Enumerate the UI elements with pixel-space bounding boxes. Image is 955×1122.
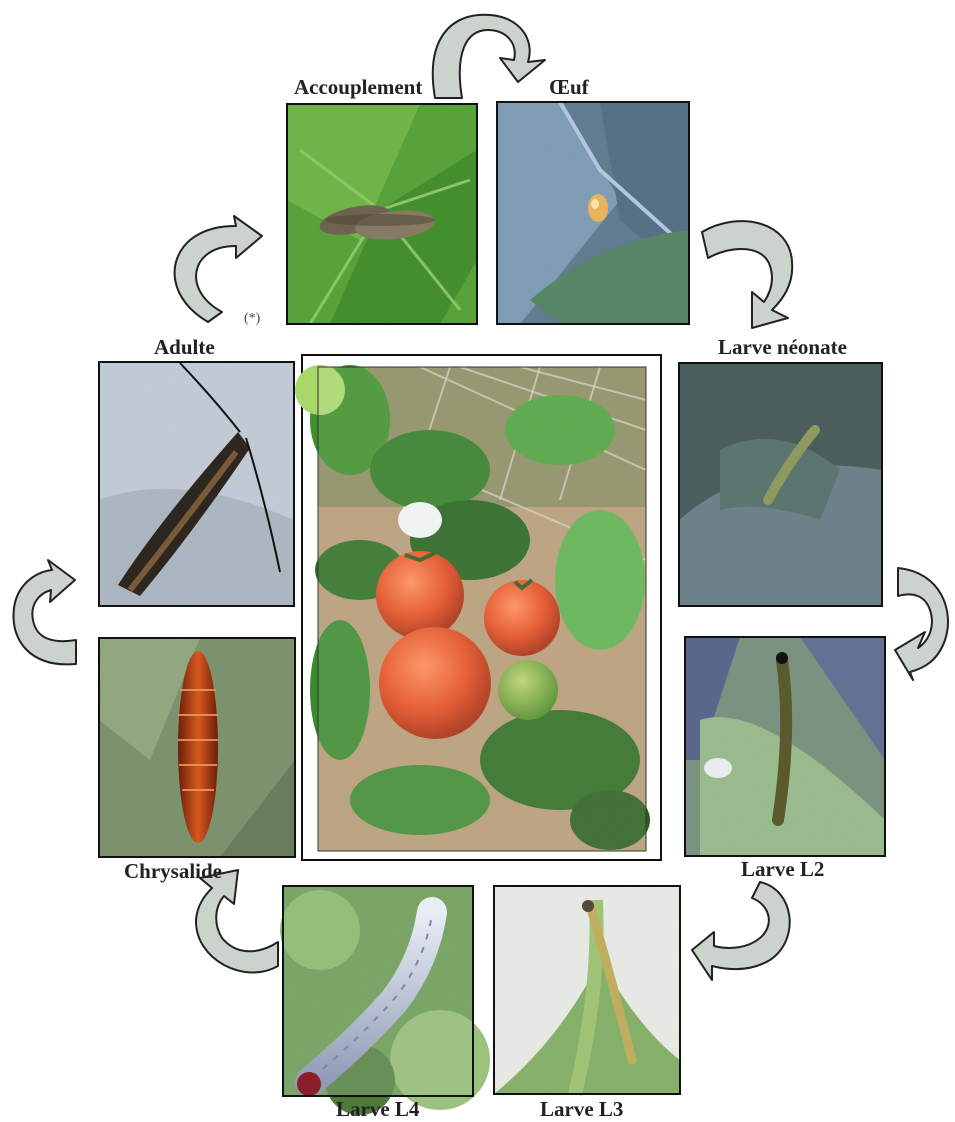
cycle-arrow-upper-left [175,216,262,322]
cycle-arrow-right [895,568,948,680]
footnote-marker: (*) [244,311,261,326]
cycle-arrow-lower-right [692,882,790,980]
cycle-arrow-top [433,15,545,98]
photo-oeuf [497,102,689,324]
photo-chrysalide [99,638,295,857]
photo-accouplement [287,104,477,324]
photo-larve-l4 [280,886,490,1115]
cycle-arrow-left [14,560,76,664]
label-larve-neonate: Larve néonate [718,335,847,359]
label-larve-l3: Larve L3 [540,1097,623,1121]
photo-larve-neonate [679,363,882,606]
cycle-arrow-lower-left [196,870,278,972]
photo-adulte [99,362,294,606]
photo-larve-l3 [494,886,680,1094]
label-adulte: Adulte [154,335,215,359]
cycle-arrow-upper-right [702,221,792,328]
label-accouplement: Accouplement [294,75,422,99]
label-larve-l2: Larve L2 [741,857,824,881]
label-larve-l4: Larve L4 [336,1097,420,1121]
photo-tomato-plant [295,355,661,860]
label-chrysalide: Chrysalide [124,859,222,883]
label-oeuf: Œuf [549,75,590,99]
photo-larve-l2 [685,637,885,856]
